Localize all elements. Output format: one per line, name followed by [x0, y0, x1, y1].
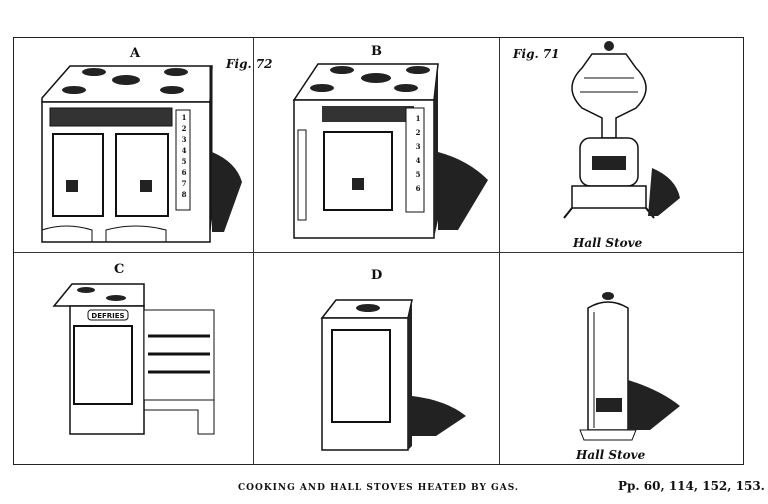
oven-dial-numbers-b: 1 2 3 4 5 6: [411, 112, 425, 196]
dial-number: 3: [415, 142, 421, 151]
burner: [160, 86, 184, 94]
dial-number: 4: [415, 156, 421, 165]
page-references: Pp. 60, 114, 152, 153.: [618, 479, 765, 493]
hall-stove-urn-illustration: [563, 41, 680, 219]
panel-label-c: C: [114, 262, 125, 277]
figure-number-72: Fig. 72: [226, 57, 273, 71]
burner: [62, 86, 86, 94]
burner: [394, 84, 418, 92]
burner: [406, 66, 430, 74]
burner: [330, 66, 354, 74]
burner: [361, 73, 391, 83]
panel-label-a: A: [130, 46, 141, 61]
burner: [310, 84, 334, 92]
oven-dial-numbers-a: 1 2 3 4 5 6 7 8: [178, 112, 190, 200]
burner: [164, 68, 188, 76]
defries-plate-text: DEFRIES: [91, 312, 124, 320]
panel-divider: [499, 38, 500, 464]
panel-label-b: B: [371, 44, 382, 59]
stove-d-illustration: [320, 299, 466, 451]
dial-number: 5: [181, 157, 187, 166]
dial-number: 5: [415, 170, 421, 179]
dial-number: 2: [415, 128, 421, 137]
plate-title: COOKING AND HALL STOVES HEATED BY GAS.: [238, 483, 520, 493]
burner: [106, 295, 126, 301]
dial-number: 2: [181, 124, 187, 133]
dial-number: 4: [181, 146, 187, 155]
panel-divider: [253, 38, 254, 464]
dial-number: 6: [415, 184, 421, 193]
dial-number: 8: [181, 190, 187, 199]
burner: [112, 75, 140, 85]
caption-hall-stove-upper: Hall Stove: [573, 236, 643, 250]
hall-stove-cylinder-illustration: [579, 292, 680, 441]
dial-number: 1: [415, 114, 421, 123]
stove-a-illustration: [41, 65, 242, 243]
stove-c-illustration: DEFRIES: [52, 283, 215, 435]
engraving-plate: [13, 37, 744, 465]
dial-number: 7: [181, 179, 187, 188]
dial-number: 1: [181, 113, 187, 122]
burner: [82, 68, 106, 76]
caption-hall-stove-lower: Hall Stove: [576, 448, 646, 462]
burner: [77, 287, 95, 293]
dial-number: 3: [181, 135, 187, 144]
dial-number: 6: [181, 168, 187, 177]
panel-label-d: D: [371, 268, 383, 283]
figure-number-71: Fig. 71: [513, 47, 560, 61]
burner: [356, 304, 380, 312]
panel-divider: [14, 252, 743, 253]
stove-b-illustration: [292, 63, 488, 239]
